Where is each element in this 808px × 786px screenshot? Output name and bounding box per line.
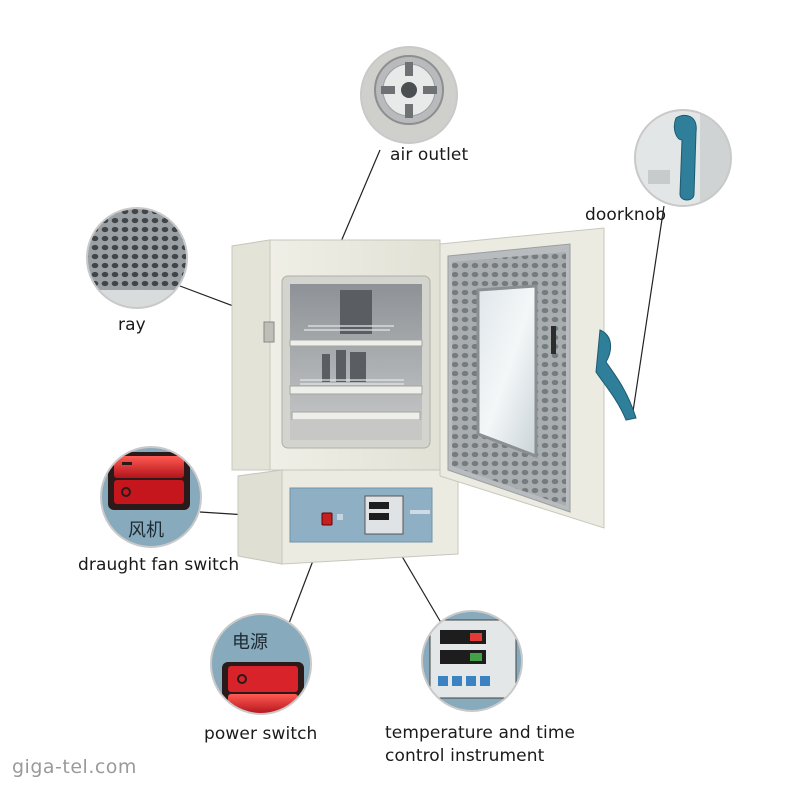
control-panel	[289, 487, 433, 543]
label-control-instrument-line2: control instrument	[385, 746, 545, 766]
leader-air-outlet	[339, 149, 381, 245]
callout-ray	[86, 207, 188, 309]
shelf-middle	[289, 385, 423, 395]
label-air-outlet: air outlet	[390, 145, 469, 165]
callout-control-instrument	[421, 610, 523, 712]
callout-power-switch: 电源	[210, 613, 312, 715]
shelf-upper	[289, 339, 423, 347]
label-draught-fan-switch: draught fan switch	[78, 555, 240, 575]
door-window	[476, 284, 538, 459]
door-handle	[595, 329, 637, 421]
watermark: giga-tel.com	[12, 756, 137, 778]
fan-chars: 风机	[128, 520, 164, 541]
callout-air-outlet	[360, 46, 458, 144]
shelf-lower	[291, 411, 421, 421]
callout-doorknob	[634, 109, 732, 207]
label-doorknob: doorknob	[585, 205, 667, 225]
label-control-instrument-line1: temperature and time	[385, 723, 576, 743]
panel-switch	[321, 512, 333, 526]
power-chars: 电源	[232, 632, 268, 653]
leader-doorknob	[631, 205, 665, 419]
label-ray: ray	[118, 315, 146, 335]
label-power-switch: power switch	[204, 724, 318, 744]
oven	[231, 227, 637, 565]
callout-fan-switch: 风机	[100, 446, 202, 548]
label-control-instrument: temperature and time control instrument	[385, 722, 575, 768]
